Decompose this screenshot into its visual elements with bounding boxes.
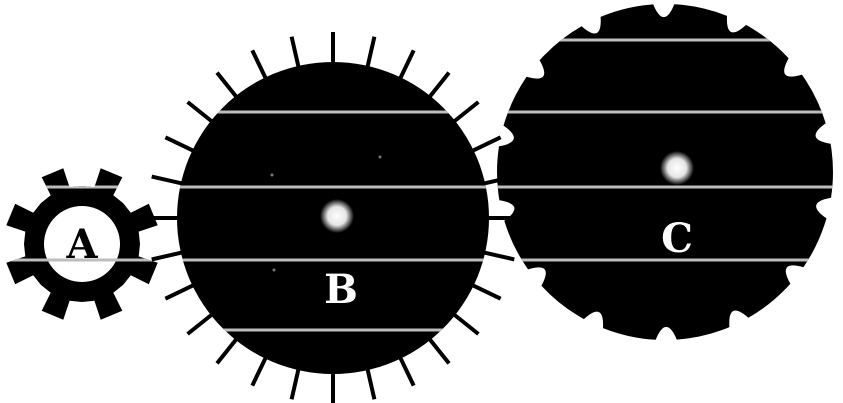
gear-b: B bbox=[147, 32, 519, 403]
gear-a: A bbox=[0, 168, 170, 319]
gear-b-speck bbox=[273, 269, 276, 272]
gear-b-speck bbox=[379, 156, 382, 159]
gear-b-axle bbox=[320, 199, 354, 233]
gear-b-speck bbox=[271, 174, 274, 177]
gear-c-axle bbox=[660, 151, 694, 185]
gear-c-label: C bbox=[661, 215, 693, 262]
gear-a-label: A bbox=[65, 221, 98, 268]
gear-b-label: B bbox=[324, 266, 358, 313]
gear-c: C bbox=[490, 4, 843, 339]
